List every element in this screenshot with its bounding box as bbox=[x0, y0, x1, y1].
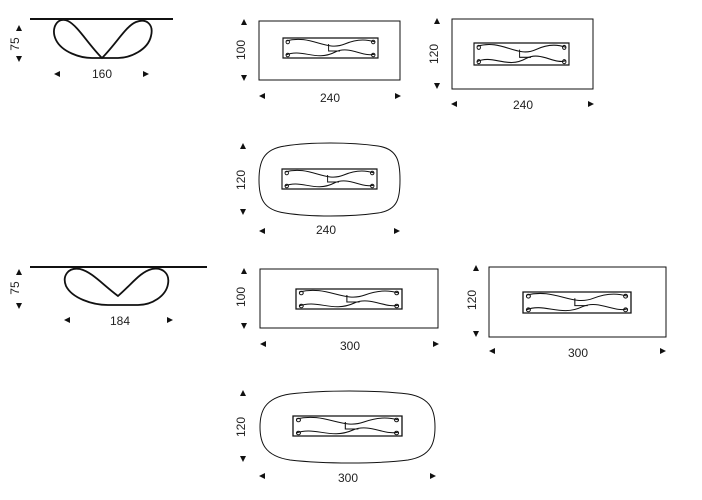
base-band bbox=[295, 288, 403, 310]
length-label: 300 bbox=[568, 346, 588, 360]
table-outline bbox=[258, 142, 401, 217]
height-label: 75 bbox=[8, 37, 22, 51]
length-label: 300 bbox=[338, 471, 358, 485]
arrow-left bbox=[259, 473, 265, 479]
depth-label: 100 bbox=[234, 287, 248, 307]
side-view-160: 75 160 bbox=[8, 18, 173, 81]
table-outline bbox=[488, 266, 667, 338]
base-band bbox=[292, 415, 403, 437]
arrow-down bbox=[240, 456, 246, 462]
arrow-right bbox=[394, 228, 400, 234]
plan-rect-240x100: 100 240 bbox=[234, 19, 401, 105]
arrow-right bbox=[430, 473, 436, 479]
arrow-left bbox=[54, 71, 60, 77]
length-label: 240 bbox=[320, 91, 340, 105]
plan-shaped-300x120: 120 300 bbox=[234, 390, 436, 485]
length-label: 240 bbox=[513, 98, 533, 112]
length-label: 300 bbox=[340, 339, 360, 353]
arrow-left bbox=[64, 317, 70, 323]
arrow-up bbox=[240, 390, 246, 396]
arrow-right bbox=[143, 71, 149, 77]
infinity-base bbox=[63, 267, 170, 306]
arrow-up bbox=[240, 143, 246, 149]
arrow-down bbox=[434, 83, 440, 89]
arrow-left bbox=[489, 348, 495, 354]
plan-rect-300x100: 100 300 bbox=[234, 268, 439, 353]
length-label: 240 bbox=[316, 223, 336, 237]
arrow-up bbox=[434, 18, 440, 24]
arrow-down bbox=[240, 209, 246, 215]
arrow-down bbox=[241, 75, 247, 81]
arrow-right bbox=[395, 93, 401, 99]
depth-label: 100 bbox=[234, 40, 248, 60]
arrow-left bbox=[259, 93, 265, 99]
depth-label: 120 bbox=[465, 290, 479, 310]
depth-label: 120 bbox=[234, 170, 248, 190]
plan-rect-300x120: 120 300 bbox=[465, 265, 667, 360]
arrow-up bbox=[16, 25, 22, 31]
arrow-left bbox=[260, 341, 266, 347]
arrow-down bbox=[473, 331, 479, 337]
arrow-up bbox=[473, 265, 479, 271]
depth-label: 120 bbox=[234, 417, 248, 437]
plan-rect-240x120: 120 240 bbox=[427, 18, 594, 112]
arrow-left bbox=[259, 228, 265, 234]
base-band bbox=[473, 42, 570, 66]
depth-label: 120 bbox=[427, 44, 441, 64]
width-label: 184 bbox=[110, 314, 130, 328]
arrow-right bbox=[433, 341, 439, 347]
infinity-base bbox=[53, 18, 153, 60]
table-outline bbox=[451, 18, 594, 90]
arrow-up bbox=[241, 19, 247, 25]
height-label: 75 bbox=[8, 281, 22, 295]
plan-shaped-240x120: 120 240 bbox=[234, 142, 401, 237]
arrow-up bbox=[16, 269, 22, 275]
side-view-184: 75 184 bbox=[8, 266, 207, 328]
arrow-up bbox=[241, 268, 247, 274]
table-outline bbox=[259, 268, 439, 329]
arrow-down bbox=[16, 303, 22, 309]
arrow-right bbox=[588, 101, 594, 107]
base-band bbox=[281, 168, 378, 190]
table-outline bbox=[259, 390, 436, 464]
width-label: 160 bbox=[92, 67, 112, 81]
arrow-down bbox=[16, 56, 22, 62]
table-outline bbox=[258, 20, 401, 81]
arrow-right bbox=[167, 317, 173, 323]
arrow-down bbox=[241, 323, 247, 329]
arrow-right bbox=[660, 348, 666, 354]
arrow-left bbox=[451, 101, 457, 107]
base-band bbox=[282, 37, 379, 59]
base-band bbox=[522, 291, 632, 314]
